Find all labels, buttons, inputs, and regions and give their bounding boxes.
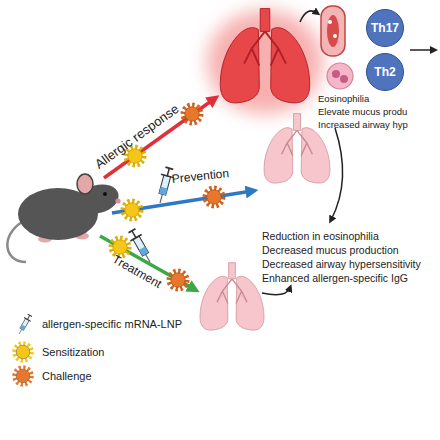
particle-swatch [16,369,30,383]
cell-label: Th2 [374,65,395,79]
cell-body [327,63,353,89]
inflamed-lungs [220,9,309,103]
legend-item: Sensitization [12,340,104,364]
legend-swatch [12,340,34,364]
syringe-icon [16,313,34,336]
airway-wall [321,6,345,56]
legend-text: Sensitization [42,346,104,358]
leader-arrow [410,49,434,51]
particle-spikes [15,344,32,361]
legend-text: Challenge [42,370,92,382]
airway-lumen [327,15,339,47]
sensitization-particle [111,238,129,256]
mouse-ear [77,174,93,194]
leader-arrow [262,288,290,295]
cell-nucleus [340,75,348,83]
mouse-nose [115,198,120,203]
outcome-text: Eosinophilia [318,94,369,105]
mucus-dot [328,20,332,24]
leader-arrow [300,11,317,22]
challenge-particle [169,271,187,289]
legend-text: allergen-specific mRNA-LNP [42,318,182,330]
healthy-lungs [200,263,264,331]
particle-spikes [15,368,32,385]
mouse [7,174,122,262]
mucus-dot [333,34,337,38]
outcome-text: Enhanced allergen-specific IgG [262,272,408,284]
challenge-particle [205,188,223,206]
t-cell-circle: Th2 [366,53,404,91]
outcome-text: Increased airway hyp [318,120,408,131]
legend-item: allergen-specific mRNA-LNP [12,312,182,336]
leader-arrow [331,128,343,220]
sensitization-particle [123,201,141,219]
outcome-text: Decreased airway hypersensitivity [262,258,421,270]
pathway-label: Prevention [171,167,230,187]
mouse-tail [7,222,26,262]
pathway-label: Treatment [110,253,164,292]
syringe-icon [126,228,155,266]
outcome-text: Reduction in eosinophilia [262,230,379,242]
particle-swatch [16,345,30,359]
legend-swatch [12,312,34,336]
legend-item: Challenge [12,364,92,388]
t-cell-circle: Th17 [366,9,404,47]
mouse-eye [103,192,107,196]
airway-section [321,6,345,56]
challenge-particle [183,105,201,123]
legend-swatch [12,364,34,388]
cell-nucleus [332,70,340,78]
eosinophil-cell [327,63,353,89]
outcome-text: Decreased mucus production [262,244,399,256]
outcome-text: Elevate mucus produ [318,107,407,118]
cell-label: Th17 [371,21,399,35]
